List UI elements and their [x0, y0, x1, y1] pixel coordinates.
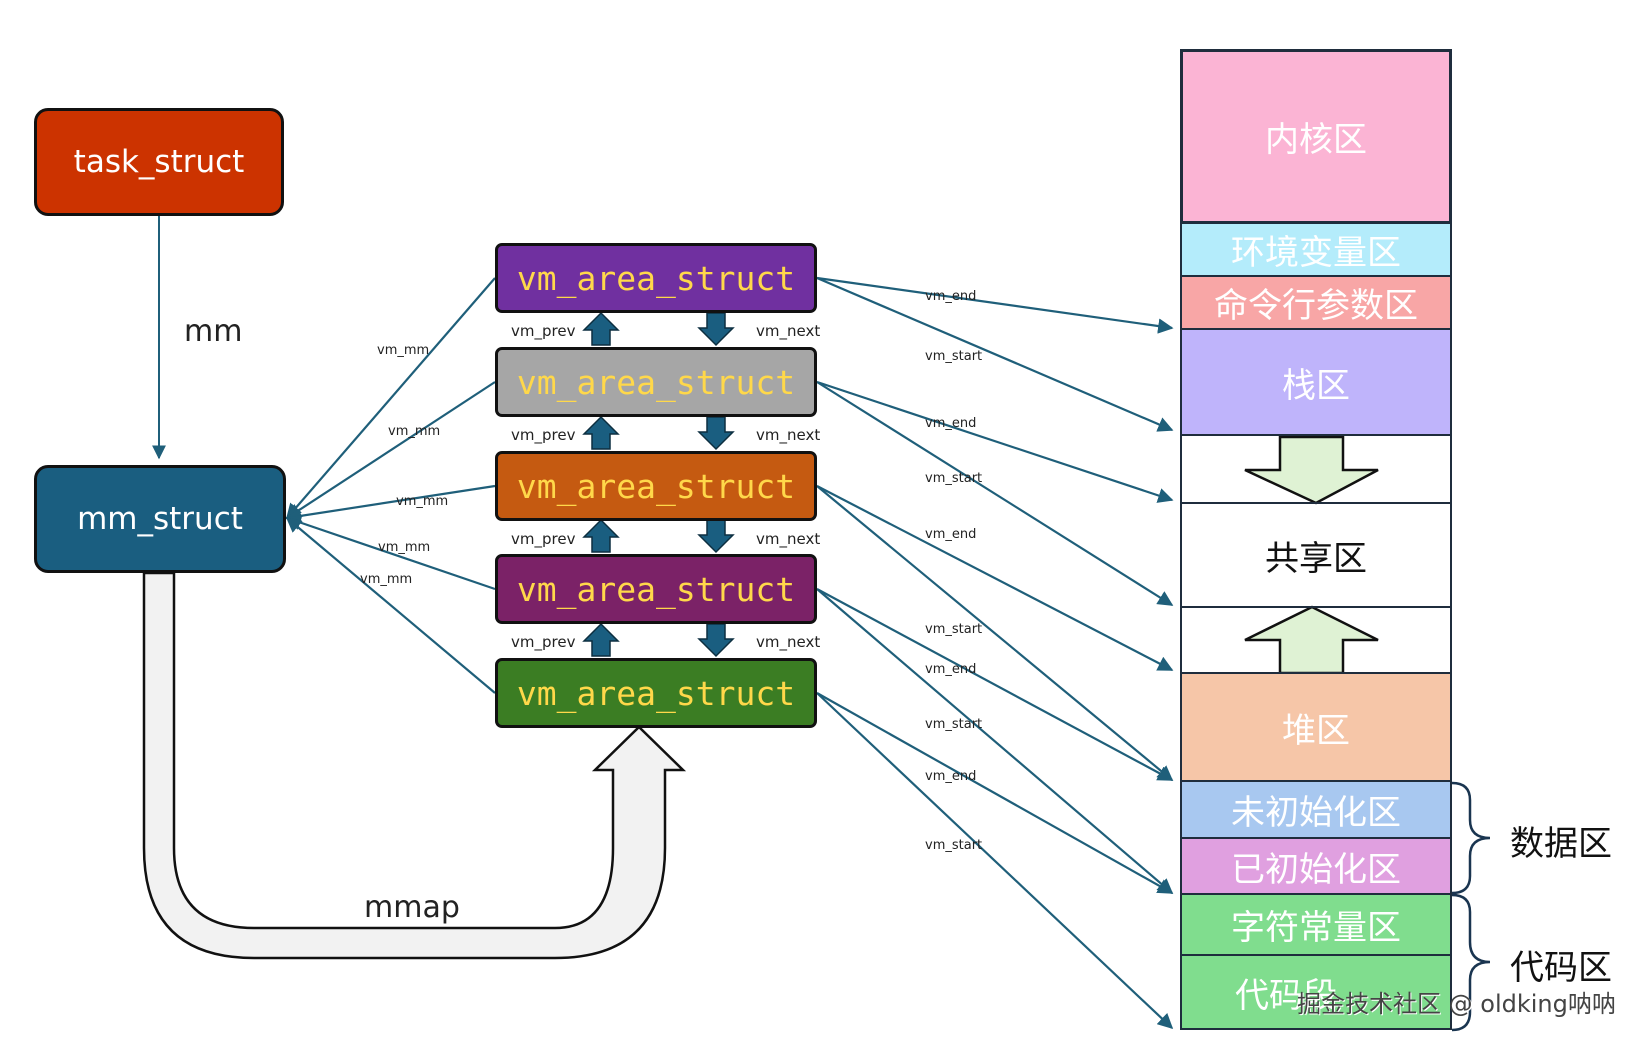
- segment-label: 字符常量区: [1231, 908, 1401, 948]
- mmap-label: mmap: [364, 890, 460, 925]
- segment-label: 共享区: [1265, 538, 1367, 579]
- mm-struct-node: mm_struct: [34, 465, 286, 573]
- heap-grow-up-arrow: [1244, 605, 1379, 675]
- vm-end-label: vm_end: [925, 289, 977, 304]
- vm-range-links: [816, 276, 1174, 1030]
- segment-bss: 未初始化区: [1180, 780, 1452, 839]
- vma-label: vm_area_struct: [516, 466, 796, 506]
- segment-data: 已初始化区: [1180, 837, 1452, 895]
- segment-heap-gap: [1180, 606, 1452, 674]
- segment-stack: 栈区: [1180, 328, 1452, 436]
- vm-mm-label: vm_mm: [377, 343, 430, 358]
- vma-label: vm_area_struct: [516, 673, 796, 713]
- vm-end-label: vm_end: [925, 527, 977, 542]
- vm-next-label: vm_next: [756, 530, 821, 548]
- vm-prev-label: vm_prev: [511, 322, 576, 340]
- vm-start-label: vm_start: [925, 717, 983, 732]
- watermark: 掘金技术社区 @ oldking呐呐: [1297, 990, 1616, 1018]
- code-region-label: 代码区: [1510, 948, 1612, 988]
- vma-node-1: vm_area_struct: [495, 243, 817, 313]
- vm-prev-label: vm_prev: [511, 633, 576, 651]
- segment-label: 内核区: [1265, 120, 1367, 160]
- vm-mm-label: vm_mm: [396, 494, 449, 509]
- segment-label: 栈区: [1282, 365, 1350, 406]
- vma-node-5: vm_area_struct: [495, 658, 817, 728]
- data-brace: [1451, 781, 1491, 895]
- segment-stack-gap: [1180, 434, 1452, 504]
- vma-label: vm_area_struct: [516, 258, 796, 298]
- mm-struct-label: mm_struct: [77, 501, 243, 537]
- data-region-label: 数据区: [1510, 824, 1612, 864]
- vm-next-label: vm_next: [756, 426, 821, 444]
- segment-label: 已初始化区: [1231, 849, 1401, 890]
- vm-end-label: vm_end: [925, 662, 977, 677]
- vm-end-label: vm_end: [925, 769, 977, 784]
- segment-text: 代码段: [1180, 954, 1452, 1030]
- segment-kernel: 内核区: [1180, 49, 1452, 224]
- vma-node-4: vm_area_struct: [495, 554, 817, 624]
- vm-prev-label: vm_prev: [511, 426, 576, 444]
- segment-heap: 堆区: [1180, 672, 1452, 782]
- prev-next-arrows: [582, 311, 735, 658]
- segment-label: 环境变量区: [1231, 233, 1401, 273]
- vm-mm-links: [285, 277, 496, 694]
- task-struct-label: task_struct: [73, 144, 245, 180]
- vm-next-label: vm_next: [756, 322, 821, 340]
- vma-label: vm_area_struct: [516, 569, 796, 609]
- segment-env: 环境变量区: [1180, 222, 1452, 277]
- vma-node-2: vm_area_struct: [495, 347, 817, 417]
- segment-label: 代码段: [1235, 975, 1337, 1016]
- vm-mm-label: vm_mm: [360, 572, 413, 587]
- vm-prev-label: vm_prev: [511, 530, 576, 548]
- stack-grow-down-arrow: [1244, 435, 1379, 505]
- segment-args: 命令行参数区: [1180, 275, 1452, 330]
- code-brace: [1451, 893, 1491, 1032]
- segment-rodata: 字符常量区: [1180, 893, 1452, 956]
- segment-label: 未初始化区: [1231, 793, 1401, 833]
- vm-next-label: vm_next: [756, 633, 821, 651]
- vm-start-label: vm_start: [925, 471, 983, 486]
- vm-end-label: vm_end: [925, 416, 977, 431]
- vm-mm-label: vm_mm: [388, 424, 441, 439]
- vma-node-3: vm_area_struct: [495, 451, 817, 521]
- segment-label: 命令行参数区: [1214, 286, 1418, 326]
- segment-label: 堆区: [1282, 710, 1350, 751]
- vm-start-label: vm_start: [925, 838, 983, 853]
- vma-label: vm_area_struct: [516, 362, 796, 402]
- mmap-arrow: [142, 571, 687, 960]
- vm-mm-label: vm_mm: [378, 540, 431, 555]
- vm-start-label: vm_start: [925, 622, 983, 637]
- vm-start-label: vm_start: [925, 349, 983, 364]
- task-struct-node: task_struct: [34, 108, 284, 216]
- mm-label: mm: [184, 314, 243, 349]
- segment-shared: 共享区: [1180, 502, 1452, 608]
